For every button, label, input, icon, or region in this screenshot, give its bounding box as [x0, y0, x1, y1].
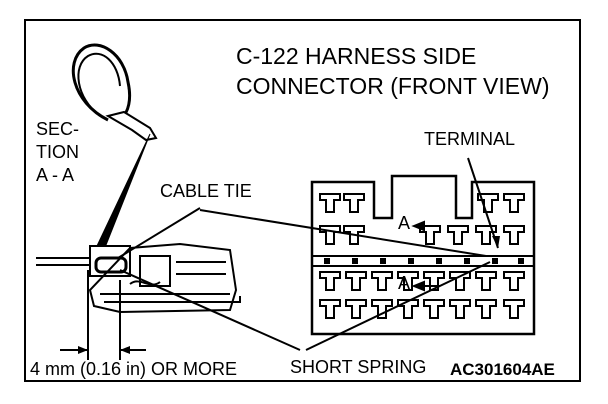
short-spring-leader-1	[119, 269, 301, 351]
section-mark-upper: A	[398, 213, 411, 233]
section-label-line-1: SEC-	[36, 119, 80, 139]
title-line-2: CONNECTOR (FRONT VIEW)	[236, 73, 550, 99]
connector-cavities-bottom	[319, 271, 525, 319]
connector-cavities-top	[319, 193, 525, 245]
cable-tie-leader	[117, 207, 201, 259]
dimension-label: 4 mm (0.16 in) OR MORE	[30, 359, 238, 379]
connector-center-marks	[324, 258, 524, 264]
dimension-marks	[60, 270, 146, 360]
cable-tie-label: CABLE TIE	[160, 181, 252, 201]
section-label-line-3: A - A	[36, 165, 75, 185]
short-spring-label: SHORT SPRING	[290, 357, 427, 377]
section-label-line-2: TION	[36, 142, 79, 162]
terminal-label: TERMINAL	[424, 129, 516, 149]
figure-frame	[24, 19, 581, 382]
section-view	[36, 242, 241, 314]
figure-code: AC301604AE	[450, 360, 555, 379]
connector-front-view	[310, 174, 536, 336]
cable-tie-drawing	[71, 43, 158, 142]
section-leader	[95, 133, 151, 251]
section-arrows	[411, 220, 440, 292]
section-mark-lower: A	[398, 273, 411, 293]
title-line-1: C-122 HARNESS SIDE	[236, 43, 477, 69]
